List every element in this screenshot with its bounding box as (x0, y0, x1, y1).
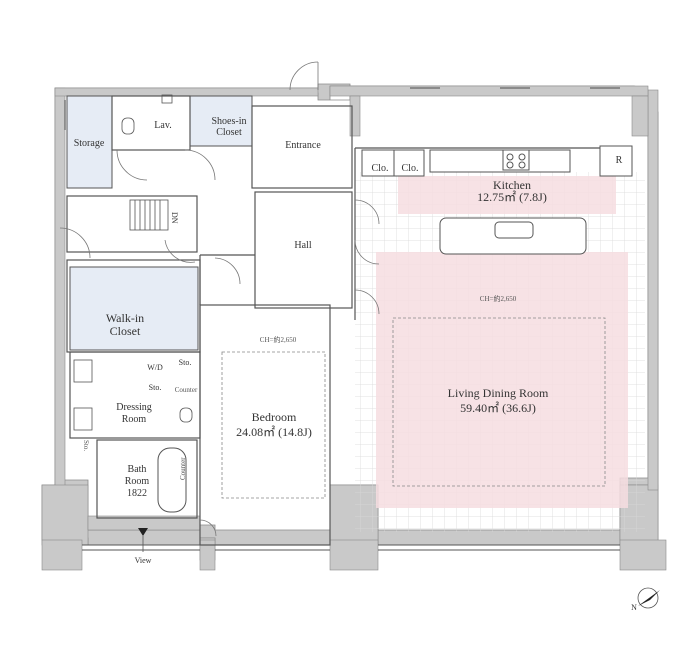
kitchen-label: Kitchen (493, 178, 531, 192)
dressing-label-1: Dressing (116, 402, 152, 413)
living-highlight (376, 252, 628, 508)
living-area-label: 59.40㎡ (36.6J) (460, 401, 536, 415)
door-swings (59, 61, 380, 537)
bedroom-label: Bedroom (252, 410, 297, 424)
bath-label-2: Room (125, 476, 150, 487)
walkin-label-1: Walk-in (106, 311, 144, 325)
windows (64, 87, 620, 130)
view-arrow-icon (138, 528, 148, 536)
counter-label-2: Counter (179, 457, 187, 480)
sto-label-3: Sto. (82, 440, 90, 451)
sto-label-2: Sto. (149, 383, 162, 392)
storage-room (66, 95, 113, 189)
wd-label: W/D (147, 363, 163, 372)
interior-walls (66, 95, 632, 546)
fridge-label: R (616, 155, 623, 166)
bathtub-icon (157, 447, 187, 513)
sto-label-1: Sto. (179, 358, 192, 367)
kitchen-area-label: 12.75㎡ (7.8J) (477, 190, 547, 204)
hall-label: Hall (294, 240, 311, 251)
lav-label: Lav. (154, 120, 171, 131)
living-ch-label: CH=約2,650 (480, 294, 517, 303)
clo-label-2: Clo. (402, 163, 419, 174)
sink-icons (73, 359, 93, 431)
entrance-label: Entrance (285, 140, 321, 151)
storage-label: Storage (74, 138, 105, 149)
kitchen-highlight (398, 176, 616, 214)
toilet-icon (121, 94, 193, 423)
living-rug (392, 317, 606, 487)
compass-icon: N (631, 587, 660, 612)
room-labels: Storage Lav. Shoes-in Closet Entrance Ha… (74, 116, 623, 499)
bath-label-3: 1822 (127, 488, 147, 499)
compass-label: N (631, 603, 637, 612)
clo-label-1: Clo. (372, 163, 389, 174)
stairs-icon (129, 199, 169, 231)
counter-label-1: Counter (175, 386, 198, 394)
dn-label: DN (170, 212, 179, 224)
bedroom-ch-label: CH=約2,650 (260, 335, 297, 344)
shoes-closet-label-2: Closet (216, 127, 242, 138)
walkin-closet-room (69, 266, 199, 351)
bedroom-rug (221, 351, 326, 499)
kitchen-counters (361, 145, 633, 255)
dressing-label-2: Room (122, 414, 147, 425)
bath-label-1: Bath (128, 464, 147, 475)
view-label: View (135, 556, 152, 565)
walkin-label-2: Closet (110, 324, 141, 338)
exterior-walls (41, 83, 667, 571)
living-label: Living Dining Room (448, 386, 549, 400)
bedroom-area-label: 24.08㎡ (14.8J) (236, 425, 312, 439)
shoes-closet-label-1: Shoes-in (212, 116, 247, 127)
